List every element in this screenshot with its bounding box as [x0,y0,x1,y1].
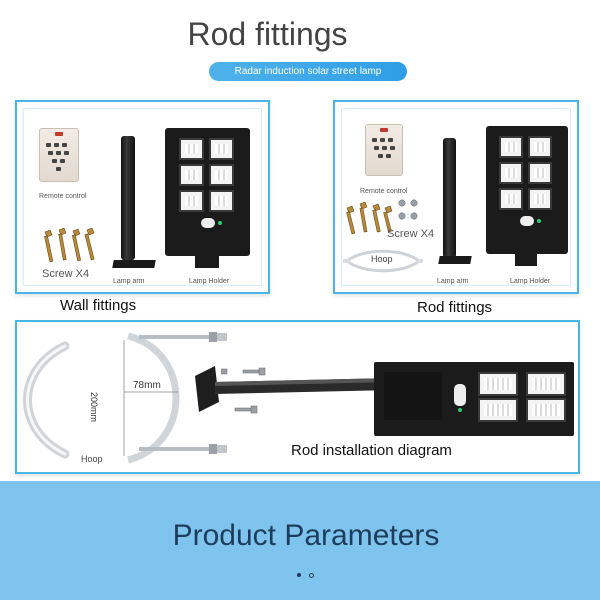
hoop-label: Hoop [371,254,393,264]
hoop-label: Hoop [81,454,103,464]
indicator-dot [218,221,222,225]
wall-fittings-caption: Wall fittings [60,297,137,314]
carousel-dot-1[interactable] [297,573,301,577]
screws-icon [44,228,95,263]
lamp-arm-image [121,136,135,260]
screw-count-label: Screw X4 [42,268,90,280]
screws-icon [346,202,393,235]
lamp-arm-label: Lamp arm [437,278,469,285]
lamp-holder-neck [195,256,219,268]
dimension-height-label: 200mm [89,392,99,423]
lamp-arm-base [438,256,472,264]
remote-control-label: Remote control [360,188,408,195]
lamp-neck [384,372,442,420]
lamp-arm-base [112,260,156,268]
rod-fittings-panel: Remote control Screw X4 Hoop Lamp arm [333,100,579,294]
carousel-dot-2[interactable] [309,573,314,578]
long-bolt-top [139,332,227,342]
remote-control-image [365,124,403,176]
footer-band [0,481,600,600]
rod-fittings-caption: Rod fittings [417,299,493,316]
page-title: Rod fittings [187,16,348,52]
indicator-dot [537,219,541,223]
small-bolts-icon [221,367,266,414]
dimension-width-label: 78mm [133,380,161,391]
subtitle-badge: Radar induction solar street lamp [209,62,407,81]
remote-control-label: Remote control [39,193,87,200]
rod-installation-panel: Hoop 200mm 78mm Rod in [15,320,580,474]
sensor-icon [454,384,466,406]
sensor-icon [201,218,215,228]
remote-control-image [39,128,79,182]
remote-top-icon [55,132,63,136]
hoop-icon [343,249,423,273]
bolts-icon [398,199,418,220]
lamp-holder-label: Lamp Holder [189,278,230,285]
lamp-holder-image [165,128,250,256]
lamp-arm-image [443,138,456,258]
long-bolt-bottom [139,444,227,454]
rod-arm-image [195,366,393,412]
sensor-icon [520,216,534,226]
product-parameters-title: Product Parameters [172,519,440,552]
lamp-holder-image [486,126,568,254]
indicator-dot [458,408,462,412]
screw-count-label: Screw X4 [387,228,435,240]
rod-installation-caption: Rod installation diagram [291,442,452,459]
lamp-arm-label: Lamp arm [113,278,145,285]
lamp-holder-neck [515,254,537,266]
hoop-icon [23,341,70,459]
lamp-holder-image [374,362,574,436]
wall-fittings-panel: Remote control Screw X4 Lamp arm Lamp Ho… [15,100,270,294]
lamp-holder-label: Lamp Holder [510,278,551,285]
remote-top-icon [380,128,388,132]
